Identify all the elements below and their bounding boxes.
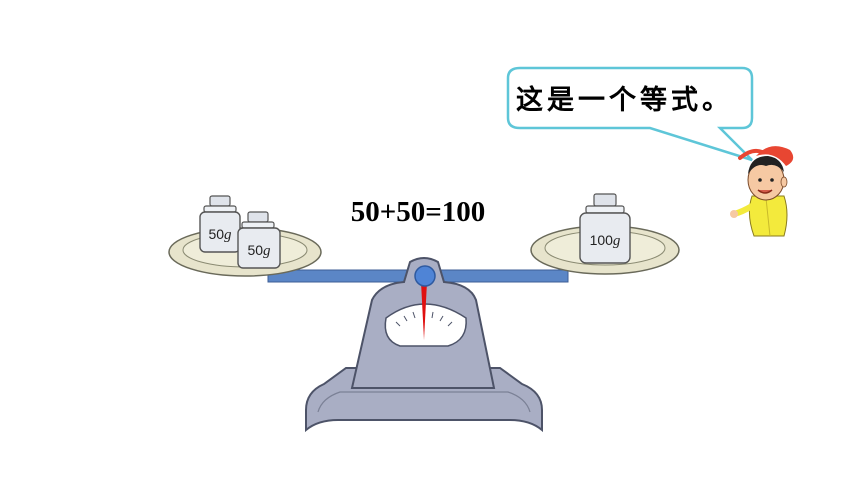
weight-label-50g-back: 50g bbox=[200, 226, 240, 244]
weight-label-100g: 100g bbox=[585, 232, 625, 250]
scale-dial bbox=[384, 303, 467, 347]
weight-value: 50 bbox=[247, 242, 264, 258]
speech-bubble bbox=[506, 66, 754, 162]
scale-pivot bbox=[414, 265, 436, 287]
equation-text: 50+50=100 bbox=[350, 196, 486, 228]
weight-100g bbox=[579, 193, 631, 264]
speech-bubble-text: 这是一个等式。 bbox=[516, 85, 733, 116]
scale-body bbox=[350, 257, 496, 389]
weight-label-50g-front: 50g bbox=[239, 242, 279, 260]
weight-unit: g bbox=[263, 243, 271, 259]
weight-unit: g bbox=[612, 233, 621, 249]
scale-pointer bbox=[421, 282, 427, 340]
boy-character bbox=[730, 146, 794, 237]
weight-value: 50 bbox=[208, 226, 225, 242]
weight-value: 100 bbox=[589, 232, 613, 248]
weight-50g-front bbox=[237, 211, 281, 269]
weight-unit: g bbox=[224, 227, 232, 243]
weight-50g-back bbox=[199, 195, 241, 253]
